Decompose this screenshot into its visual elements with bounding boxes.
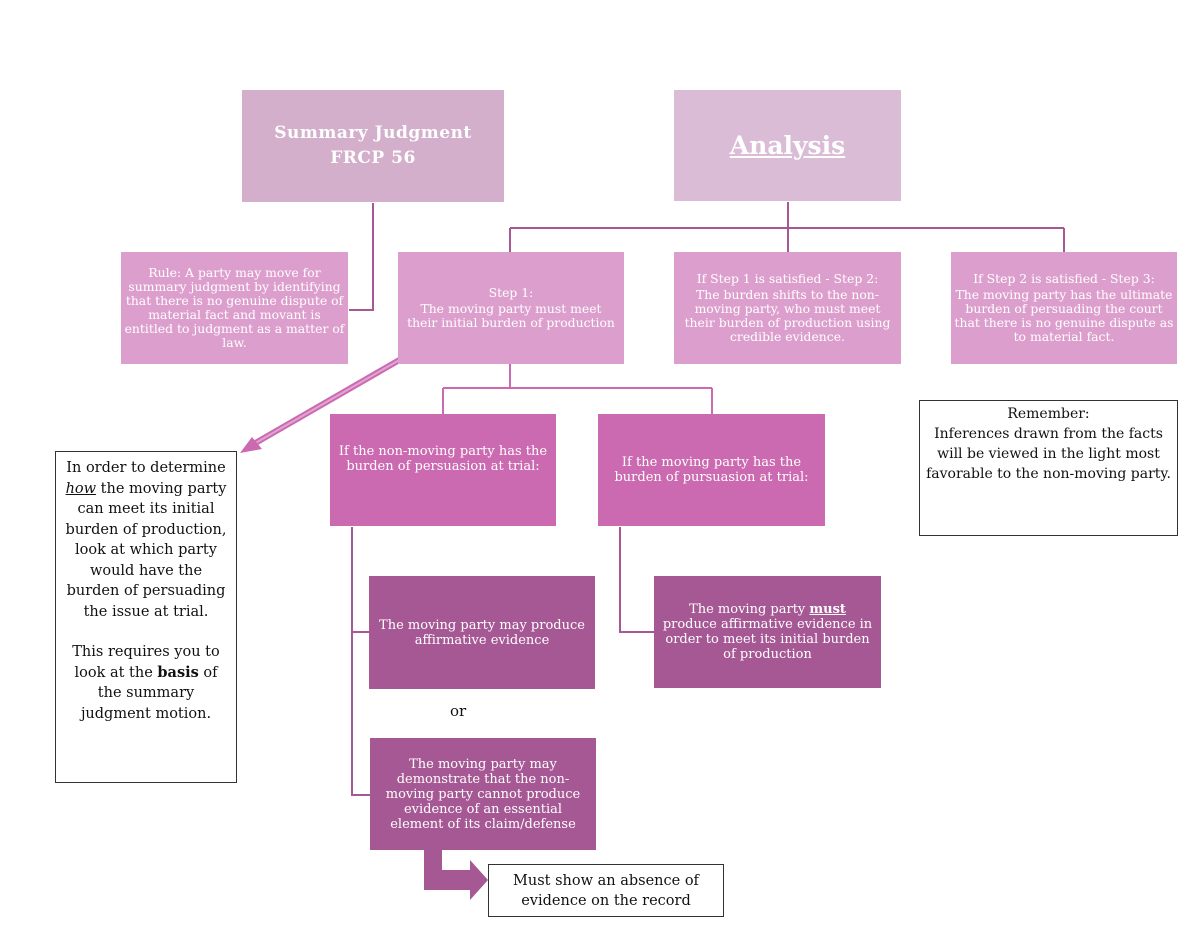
rule-text: Rule: A party may move for summary judgm…: [124, 265, 345, 350]
connector-moving-must: [619, 527, 654, 633]
must-text-after: produce affirmative evidence in order to…: [662, 617, 873, 662]
note-p2-after: of the summary judgment motion.: [80, 664, 218, 722]
connector-nonmoving-options: [351, 527, 370, 796]
step1-heading: Step 1:: [488, 285, 534, 300]
note-p1-after: the moving party can meet its initial bu…: [65, 480, 227, 620]
remember-text: Inferences drawn from the facts will be …: [926, 426, 1171, 482]
elbow-arrow: [424, 850, 488, 900]
summary-judgment-title-box: Summary Judgment FRCP 56: [242, 90, 504, 202]
note-p2-before: This requires you to look at the: [72, 644, 220, 681]
step1-text: The moving party must meet their initial…: [407, 301, 615, 330]
step2-text: The burden shifts to the non-moving part…: [684, 287, 891, 344]
must-text-before: The moving party: [689, 602, 810, 617]
affirmative-evidence-text: The moving party may produce affirmative…: [379, 617, 585, 648]
affirmative-evidence-box: The moving party may produce affirmative…: [369, 576, 595, 689]
absence-text: Must show an absence of evidence on the …: [513, 872, 699, 909]
analysis-box: Analysis: [674, 90, 901, 201]
step1-box: Step 1: The moving party must meet their…: [398, 252, 624, 364]
nonmoving-burden-box: If the non-moving party has the burden o…: [330, 414, 556, 526]
or-label: or: [450, 702, 467, 720]
note-paragraph-2: This requires you to look at the basis o…: [62, 642, 230, 724]
title-line2: FRCP 56: [330, 148, 416, 168]
note-p2-emphasis: basis: [157, 663, 199, 681]
nonmoving-burden-text: If the non-moving party has the burden o…: [338, 444, 548, 474]
must-produce-text: The moving party must produce affirmativ…: [660, 602, 875, 662]
moving-burden-text: If the moving party has the burden of pu…: [614, 455, 809, 485]
note-p1-before: In order to determine: [66, 460, 226, 476]
step3-heading: If Step 2 is satisfied - Step 3:: [973, 271, 1155, 286]
step2-box: If Step 1 is satisfied - Step 2: The bur…: [674, 252, 901, 364]
demonstrate-box: The moving party may demonstrate that th…: [370, 738, 596, 850]
note-paragraph-1: In order to determine how the moving par…: [62, 458, 230, 622]
title-line1: Summary Judgment: [274, 123, 472, 143]
diagonal-arrow: [240, 352, 410, 453]
step3-text: The moving party has the ultimate burden…: [954, 287, 1174, 344]
rule-box: Rule: A party may move for summary judgm…: [121, 252, 348, 364]
how-to-meet-burden-note: In order to determine how the moving par…: [55, 451, 237, 783]
remember-note: Remember: Inferences drawn from the fact…: [919, 400, 1178, 536]
connector-title-to-rule: [349, 203, 374, 311]
analysis-label: Analysis: [729, 131, 846, 160]
must-produce-box: The moving party must produce affirmativ…: [654, 576, 881, 688]
absence-of-evidence-box: Must show an absence of evidence on the …: [488, 864, 724, 917]
step2-heading: If Step 1 is satisfied - Step 2:: [696, 271, 879, 286]
moving-burden-box: If the moving party has the burden of pu…: [598, 414, 825, 526]
demonstrate-text: The moving party may demonstrate that th…: [385, 756, 581, 832]
remember-heading: Remember:: [1007, 406, 1090, 422]
note-p1-emphasis: how: [65, 480, 97, 497]
step3-box: If Step 2 is satisfied - Step 3: The mov…: [951, 252, 1177, 364]
must-emphasis: must: [809, 602, 846, 617]
